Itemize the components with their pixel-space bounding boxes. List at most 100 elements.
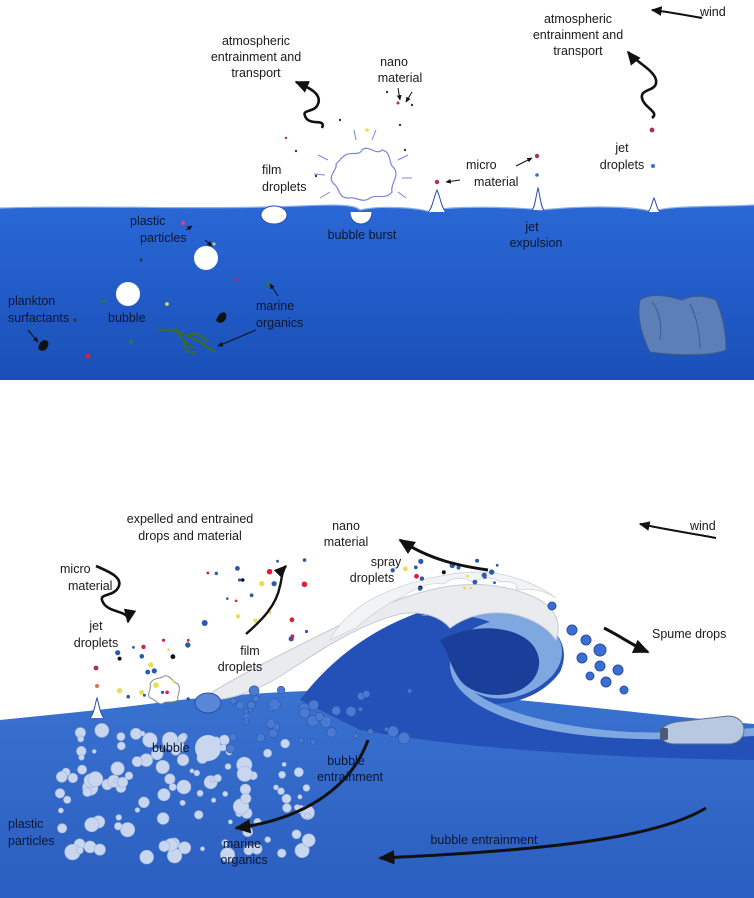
spray-drop (289, 617, 295, 623)
spray-drop (214, 571, 218, 576)
underwater-bubble (302, 784, 311, 792)
bubble-burst-cap (349, 211, 373, 225)
spray-drop (466, 574, 469, 578)
bottom-panel (0, 521, 754, 898)
plastic-bottle (660, 715, 745, 745)
label-micro-b-2: material (68, 579, 112, 593)
underwater-bubble (264, 836, 271, 843)
spume-drop (594, 660, 606, 672)
plastic-bag (638, 294, 727, 356)
label-atm-right-2: entrainment and (533, 28, 623, 42)
wave-bubble (308, 699, 320, 711)
wave-bubble (266, 719, 276, 729)
underwater-bubble (67, 772, 78, 784)
spray-drop (186, 638, 190, 642)
spray-drop (390, 568, 395, 573)
burst-rays (313, 129, 412, 199)
label-bubble-burst: bubble burst (328, 228, 397, 242)
spume-drop (576, 652, 588, 664)
spray-drop (165, 690, 169, 695)
wave-bubble (247, 700, 256, 710)
spray-drop (115, 650, 121, 656)
underwater-bubble (263, 748, 272, 758)
underwater-bubble (113, 778, 119, 784)
bottom-surface-bubble (194, 692, 222, 714)
spray-drop (226, 597, 229, 600)
spume-drop (612, 664, 624, 676)
bubble-cloud-wave (225, 685, 413, 754)
bottom-jet-drop-2 (95, 684, 99, 688)
label-entrain-b: bubble entrainment (430, 833, 538, 847)
underwater-bubble (162, 731, 179, 748)
label-nano-b-2: material (324, 535, 368, 549)
label-spray-2: droplets (350, 571, 394, 585)
spray-drop (266, 568, 273, 575)
underwater-bubble (293, 767, 304, 778)
underwater-bubble (134, 807, 141, 813)
underwater-bubble (131, 756, 143, 767)
underwater-bubble (142, 732, 158, 748)
underwater-bubble (227, 819, 233, 825)
spray-drop (456, 565, 461, 570)
label-plastic-2: particles (140, 231, 187, 245)
label-spume: Spume drops (652, 627, 726, 641)
water-particles-top (73, 221, 270, 359)
label-atm-left-1: atmospheric (222, 34, 290, 48)
spray-drop (201, 620, 208, 626)
label-entrain-a-2: entrainment (317, 770, 384, 784)
wave-bubble (310, 739, 316, 745)
spume-drop (585, 671, 595, 681)
spume-drop (593, 643, 607, 657)
underwater-bubble (176, 753, 190, 767)
spray-drop (481, 572, 487, 578)
wave-bubble (268, 728, 279, 739)
spray-drop (493, 581, 496, 585)
label-nano-b-1: nano (332, 519, 360, 533)
entrainment-arrow-b (378, 806, 707, 865)
spray-drop (403, 566, 408, 572)
underwater-bubble (138, 796, 150, 808)
label-plastic-1: plastic (130, 214, 165, 228)
underwater-bubble (178, 841, 192, 855)
spray-drop (472, 579, 478, 585)
spray-drop (151, 668, 157, 674)
label-jet-b-2: droplets (74, 636, 118, 650)
spray-particles (115, 558, 629, 701)
top-labels: wind atmospheric entrainment and transpo… (8, 5, 726, 330)
spray-drop (167, 648, 171, 651)
spume-drop (580, 634, 592, 646)
squiggle-arrow-left (294, 80, 324, 129)
wave-bubble (235, 701, 245, 710)
spray-drop (253, 618, 258, 623)
underwater-bubble (139, 849, 154, 865)
underwater-bubble (189, 768, 195, 774)
label-wind-top: wind (699, 5, 726, 19)
label-atm-left-3: transport (231, 66, 281, 80)
label-marine-b-2: organics (220, 853, 267, 867)
label-plastic-b-2: particles (8, 834, 55, 848)
spray-drop (117, 656, 122, 661)
underwater-bubble (243, 845, 254, 856)
spray-drop (259, 580, 265, 587)
label-micro-b-1: micro (60, 562, 91, 576)
wave-bubble (252, 695, 260, 703)
spray-drop (132, 646, 135, 649)
spray-drop (419, 576, 425, 581)
spray-drop (235, 614, 241, 619)
wave-bubble (248, 685, 260, 697)
spume-drop (566, 624, 578, 636)
underwater-bubble (277, 848, 287, 858)
underwater-bubble (77, 764, 87, 775)
spray-drop (301, 581, 308, 588)
spray-drop (302, 558, 307, 562)
underwater-bubble (282, 803, 292, 813)
label-atm-right-3: transport (553, 44, 603, 58)
label-entrain-a-1: bubble (327, 754, 365, 768)
underwater-bubble (156, 812, 170, 825)
underwater-bubble (297, 794, 303, 800)
wave-bubble (326, 727, 337, 738)
label-plastic-b-1: plastic (8, 817, 43, 831)
underwater-bubble (213, 774, 222, 783)
spray-drop (142, 693, 146, 697)
